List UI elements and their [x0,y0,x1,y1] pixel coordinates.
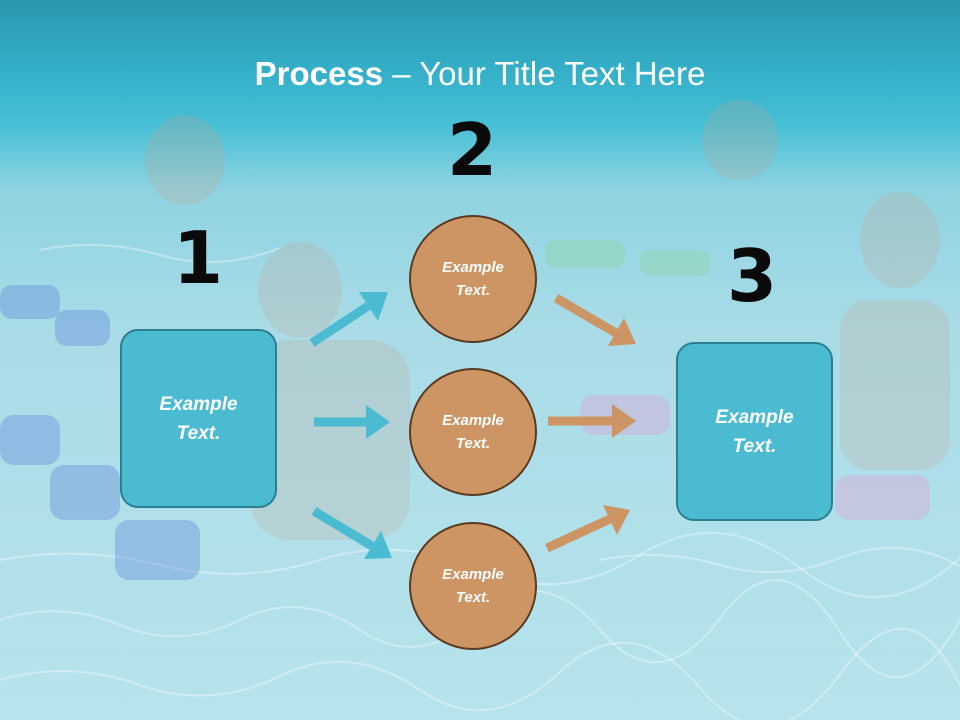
arrow-middle-to-right [548,404,636,438]
circle-top[interactable]: Example Text. [409,215,537,343]
step-number-2: 2 [446,108,498,192]
arrow-left-to-middle [314,405,390,439]
right-step-box[interactable]: Example Text. [676,342,833,521]
arrow-left-to-bottom [311,507,392,559]
arrow-left-to-top [309,292,388,347]
title-bold: Process [254,55,384,92]
slide-title: Process – Your Title Text Here [0,52,960,96]
title-rest: – Your Title Text Here [383,55,706,92]
step-number-1: 1 [172,216,224,300]
circle-bottom-label: Example Text. [442,566,504,606]
left-step-box[interactable]: Example Text. [120,329,277,508]
circle-bottom[interactable]: Example Text. [409,522,537,650]
step-number-3: 3 [726,234,778,318]
left-step-box-label: Example Text. [159,393,238,444]
circle-middle-label: Example Text. [442,412,504,452]
circle-middle[interactable]: Example Text. [409,368,537,496]
right-step-box-label: Example Text. [715,406,794,457]
arrow-bottom-to-right [545,505,630,553]
circle-top-label: Example Text. [442,259,504,299]
arrow-top-to-right [553,294,636,346]
